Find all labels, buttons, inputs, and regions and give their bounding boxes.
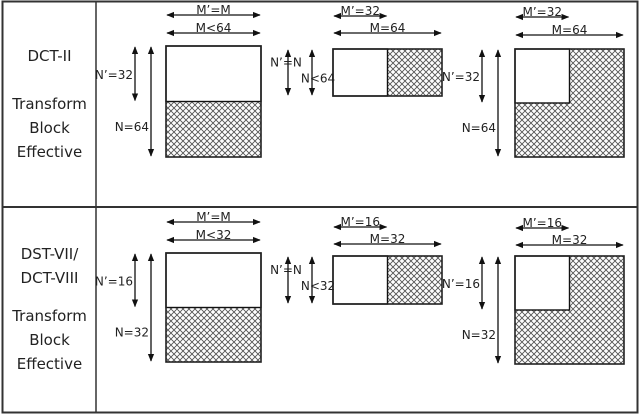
row-label-line: DCT-VIII [20, 269, 79, 287]
row-label-line: Block [29, 119, 70, 137]
effective-region [332, 255, 389, 305]
effective-region [165, 45, 262, 103]
dimension-label-n: N=32 [462, 328, 496, 342]
dimension-label-m-prime: M’=16 [523, 216, 563, 230]
transform-block-outline [514, 48, 625, 158]
row-label-dst7-dct8: DST-VII/ DCT-VIII Transform Block Effect… [3, 242, 96, 376]
transform-block-outline [165, 252, 262, 363]
dimension-label-n: N<64 [301, 72, 335, 86]
dimension-label-n: N=32 [115, 325, 149, 339]
dimension-label-n-prime: N’=32 [442, 70, 480, 84]
row-label-line: Effective [16, 143, 83, 161]
dimension-label-m: M<32 [196, 228, 232, 242]
dimension-label-n-prime: N’=32 [95, 68, 133, 82]
row-label-line: Transform [12, 95, 87, 113]
dimension-label-m-prime: M’=16 [341, 215, 381, 229]
effective-region [514, 48, 571, 104]
row-label-line: Effective [16, 355, 83, 373]
transform-block-outline [165, 45, 262, 158]
dimension-label-m-prime: M’=M [196, 210, 231, 224]
effective-region [332, 48, 389, 97]
dimension-label-m: M=32 [552, 233, 588, 247]
row-label-line: Block [29, 331, 70, 349]
dimension-label-m: M=64 [552, 23, 588, 37]
transform-block-outline [332, 255, 443, 305]
effective-region [165, 252, 262, 309]
dimension-label-n-prime: N’=N [270, 263, 302, 277]
transform-block-outline [514, 255, 625, 365]
dimension-label-m: M=64 [370, 21, 406, 35]
transform-block-outline [332, 48, 443, 97]
dimension-label-m: M<64 [196, 21, 232, 35]
effective-region [514, 255, 571, 311]
dimension-label-m-prime: M’=32 [341, 4, 381, 18]
row-label-line [3, 290, 96, 304]
row-label-line [3, 68, 96, 92]
dimension-label-n-prime: N’=16 [95, 274, 133, 288]
dimension-label-n: N=64 [115, 120, 149, 134]
dimension-label-n: N<32 [301, 279, 335, 293]
row-label-line: DCT-II [27, 47, 72, 65]
dimension-label-n-prime: N’=N [270, 56, 302, 70]
dimension-label-m-prime: M’=32 [523, 5, 563, 19]
dimension-label-m: M=32 [370, 232, 406, 246]
row-label-line: DST-VII/ [20, 245, 79, 263]
dimension-label-n-prime: N’=16 [442, 277, 480, 291]
row-label-line: Transform [12, 307, 87, 325]
dimension-label-m-prime: M’=M [196, 3, 231, 17]
dimension-label-n: N=64 [462, 121, 496, 135]
row-label-dct2: DCT-II Transform Block Effective [3, 44, 96, 164]
